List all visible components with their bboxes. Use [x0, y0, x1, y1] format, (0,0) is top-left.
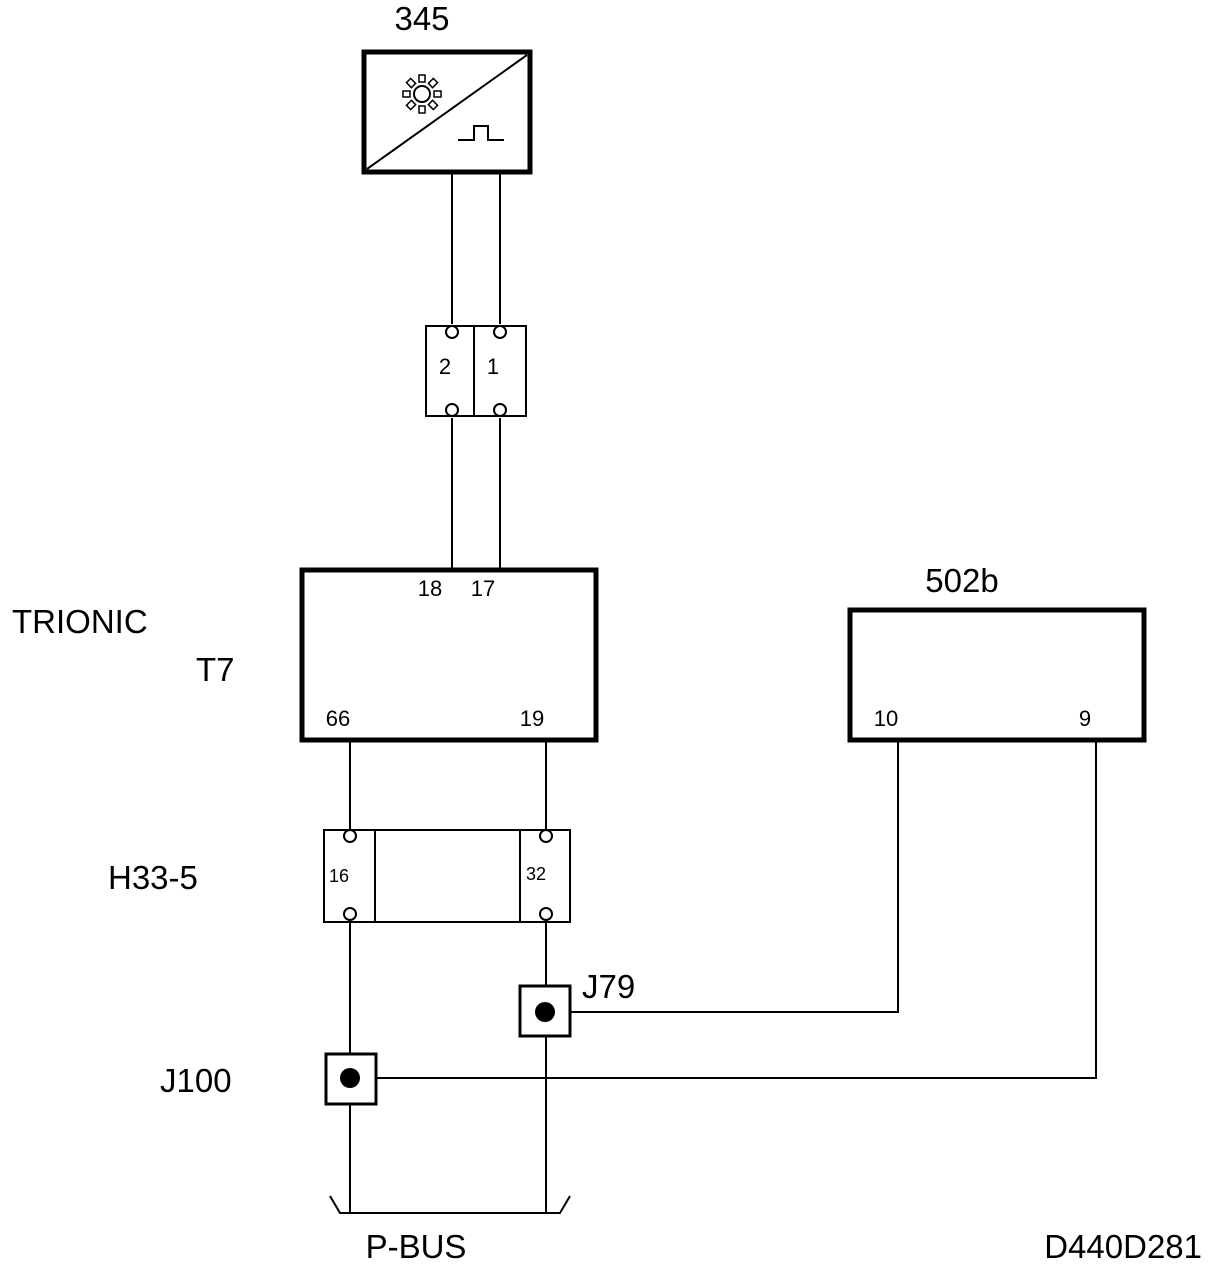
pbus-bracket: P-BUS	[329, 1195, 571, 1265]
connector-top-pin-label-1: 1	[487, 354, 499, 379]
diagram-code: D440D281	[1044, 1228, 1202, 1265]
module-502b: 502b 10 9	[847, 562, 1147, 743]
module-box	[847, 607, 1147, 743]
connector-h33-5-pin-16b	[343, 907, 357, 921]
connector-top-pin-1a	[493, 325, 507, 339]
splice-j100: J100	[160, 1052, 378, 1106]
sun-icon	[402, 74, 442, 114]
ecu-pin-18: 18	[418, 576, 442, 601]
sensor-diagonal	[366, 54, 528, 170]
connector-h33-5-body	[323, 829, 571, 923]
splice-j79: J79	[518, 968, 635, 1038]
sensor-label: 345	[394, 0, 449, 37]
connector-h33-5-pin-32a	[539, 829, 553, 843]
connector-h33-5-pin-label-32: 32	[526, 864, 546, 884]
ecu-name-line1: TRIONIC	[12, 603, 148, 640]
connector-top-pin-label-2: 2	[439, 354, 451, 379]
ecu-pin-19: 19	[520, 706, 544, 731]
splice-j100-dot	[340, 1068, 360, 1088]
pbus-label: P-BUS	[366, 1228, 467, 1265]
wire-j79-to-module-10	[570, 740, 899, 1013]
connector-top-pin-1b	[493, 403, 507, 417]
ecu-pin-66: 66	[326, 706, 350, 731]
connector-h33-5-pin-32b	[539, 907, 553, 921]
connector-h33-5-pin-16a	[343, 829, 357, 843]
module-pin-9: 9	[1079, 706, 1091, 731]
ecu-pin-17: 17	[471, 576, 495, 601]
sensor-345: 345	[361, 0, 533, 175]
wires	[349, 172, 1097, 1213]
connector-h33-5-pin-label-16: 16	[329, 866, 349, 886]
ecu-name-line2: T7	[196, 651, 235, 688]
splice-j100-label: J100	[160, 1062, 232, 1099]
module-label: 502b	[925, 562, 998, 599]
ecu-box	[299, 567, 599, 743]
connector-top-pin-2b	[445, 403, 459, 417]
wire-j100-to-module-9	[376, 740, 1097, 1079]
connector-h33-5-label: H33-5	[108, 859, 198, 896]
connector-top-pin-2a	[445, 325, 459, 339]
splice-j79-label: J79	[582, 968, 635, 1005]
ecu-trionic-t7: TRIONIC T7 18 17 66 19	[12, 567, 599, 743]
module-pin-10: 10	[874, 706, 898, 731]
connector-top: 2 1	[425, 325, 527, 417]
connector-top-cell-1	[473, 325, 527, 417]
connector-h33-5: H33-5 16 32	[108, 829, 571, 923]
pulse-icon	[458, 125, 504, 141]
splice-j79-dot	[535, 1002, 555, 1022]
pbus-brace	[329, 1195, 571, 1214]
